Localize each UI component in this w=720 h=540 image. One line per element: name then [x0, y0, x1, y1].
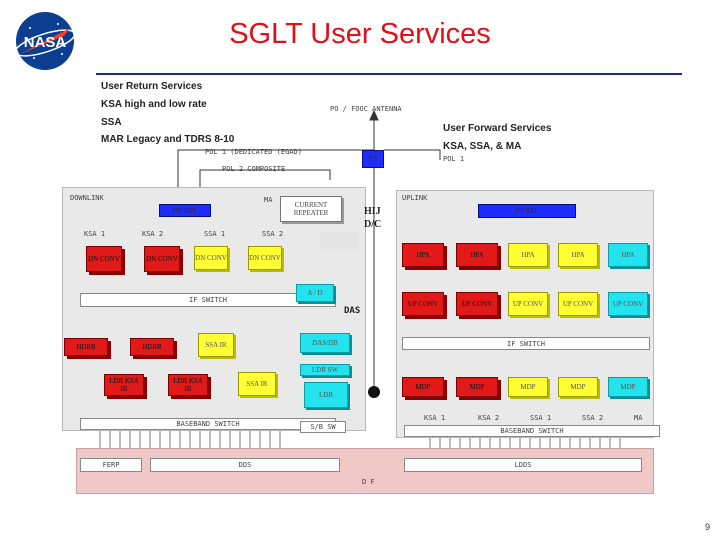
- up-conv-ssa2: UP CONV: [558, 292, 598, 316]
- note-ssa: SSA: [101, 117, 122, 128]
- label-dc: D/C: [364, 219, 382, 230]
- hpa-ma: HPA: [608, 243, 648, 267]
- hdrr-1: HDRR: [64, 338, 108, 356]
- label-ssa1: SSA 1: [204, 230, 226, 238]
- mdp-ksa2: MDP: [456, 377, 498, 397]
- up-conv-ksa1: UP CONV: [402, 292, 444, 316]
- dn-conv-ssa1: DN CONV: [194, 246, 228, 270]
- note-forward-types: KSA, SSA, & MA: [443, 141, 522, 152]
- ferp-block: FERP: [80, 458, 142, 472]
- title-rule: [96, 73, 682, 75]
- baseband-switch-right: BASEBAND SWITCH: [404, 425, 660, 437]
- ssa-ir-lower: SSA IR: [238, 372, 276, 396]
- logo-text: NASA: [24, 34, 67, 51]
- label-uplink: UPLINK: [402, 194, 428, 202]
- up-conv-ssa1: UP CONV: [508, 292, 548, 316]
- hpa-ssa1: HPA: [508, 243, 548, 267]
- hpa-ksa1: HPA: [402, 243, 444, 267]
- dn-conv-ksa1: DN CONV: [86, 246, 122, 272]
- label-ssa1-bottom: SSA 1: [530, 414, 552, 422]
- note-forward-services: User Forward Services: [443, 123, 552, 134]
- ldr-block: LDR: [304, 382, 348, 408]
- dds-left-block: DDS: [150, 458, 340, 472]
- uplink-relay-block: UP REL: [478, 204, 576, 218]
- ad-converter: A / D: [296, 284, 334, 302]
- page-number: 9: [704, 522, 710, 532]
- junction-dot: [368, 386, 380, 398]
- label-ma-bottom: MA: [634, 414, 643, 422]
- label-antenna: PO / FOOC ANTENNA: [330, 105, 402, 113]
- page-title: SGLT User Services: [229, 18, 491, 50]
- dn-conv-ssa2: DN CONV: [248, 246, 282, 270]
- up-conv-ksa2: UP CONV: [456, 292, 498, 316]
- mdp-ksa1: MDP: [402, 377, 444, 397]
- hij-pad: [320, 232, 358, 250]
- label-hij: HIJ: [364, 206, 381, 217]
- note-ksa-rate: KSA high and low rate: [101, 99, 207, 110]
- label-ksa1: KSA 1: [84, 230, 106, 238]
- label-bottom-code: D F: [362, 478, 375, 486]
- label-ssa2: SSA 2: [262, 230, 284, 238]
- if-switch-downlink: IF SWITCH: [80, 293, 336, 307]
- hdrr-2: HDRR: [130, 338, 174, 356]
- label-ksa1-bottom: KSA 1: [424, 414, 446, 422]
- up-conv-ma: UP CONV: [608, 292, 648, 316]
- ldr-ksa-ir-2: LDR KSA IR: [168, 374, 208, 396]
- label-das: DAS: [344, 306, 361, 316]
- das-db-block: DAS/DB: [300, 333, 350, 353]
- tdrs-block: TS: [362, 150, 384, 168]
- label-ksa2-bottom: KSA 2: [478, 414, 500, 422]
- label-pol2-composite: POL 2 COMPOSITE: [222, 165, 286, 173]
- ldr-ksa-ir-1: LDR KSA IR: [104, 374, 144, 396]
- mdp-ma: MDP: [608, 377, 648, 397]
- downlink-relay-block: DN REL: [159, 204, 211, 217]
- hpa-ksa2: HPA: [456, 243, 498, 267]
- hpa-ssa2: HPA: [558, 243, 598, 267]
- label-ma: MA: [264, 196, 273, 204]
- label-ksa2: KSA 2: [142, 230, 164, 238]
- dn-conv-ksa2: DN CONV: [144, 246, 180, 272]
- ssa-ir-upper: SSA IR: [198, 333, 234, 357]
- label-downlink: DOWNLINK: [70, 194, 104, 202]
- note-mar: MAR Legacy and TDRS 8-10: [101, 134, 235, 145]
- label-ssa2-bottom: SSA 2: [582, 414, 604, 422]
- baseband-switch-left: BASEBAND SWITCH: [80, 418, 336, 430]
- if-switch-uplink: IF SWITCH: [402, 337, 650, 350]
- mdp-ssa1: MDP: [508, 377, 548, 397]
- ldr-switch-block: LDR SW: [300, 364, 350, 376]
- current-repeater-block: CURRENT REPEATER: [280, 196, 342, 222]
- sb-switch-block: S/B SW: [300, 421, 346, 433]
- note-return-services: User Return Services: [101, 81, 203, 92]
- mdp-ssa2: MDP: [558, 377, 598, 397]
- dds-right-block: LDDS: [404, 458, 642, 472]
- nasa-logo: NASA: [12, 10, 78, 72]
- label-pol1-right: POL 1: [443, 155, 465, 163]
- label-pol1-dedicated: POL 1 (DEDICATED (EGAD): [205, 148, 302, 156]
